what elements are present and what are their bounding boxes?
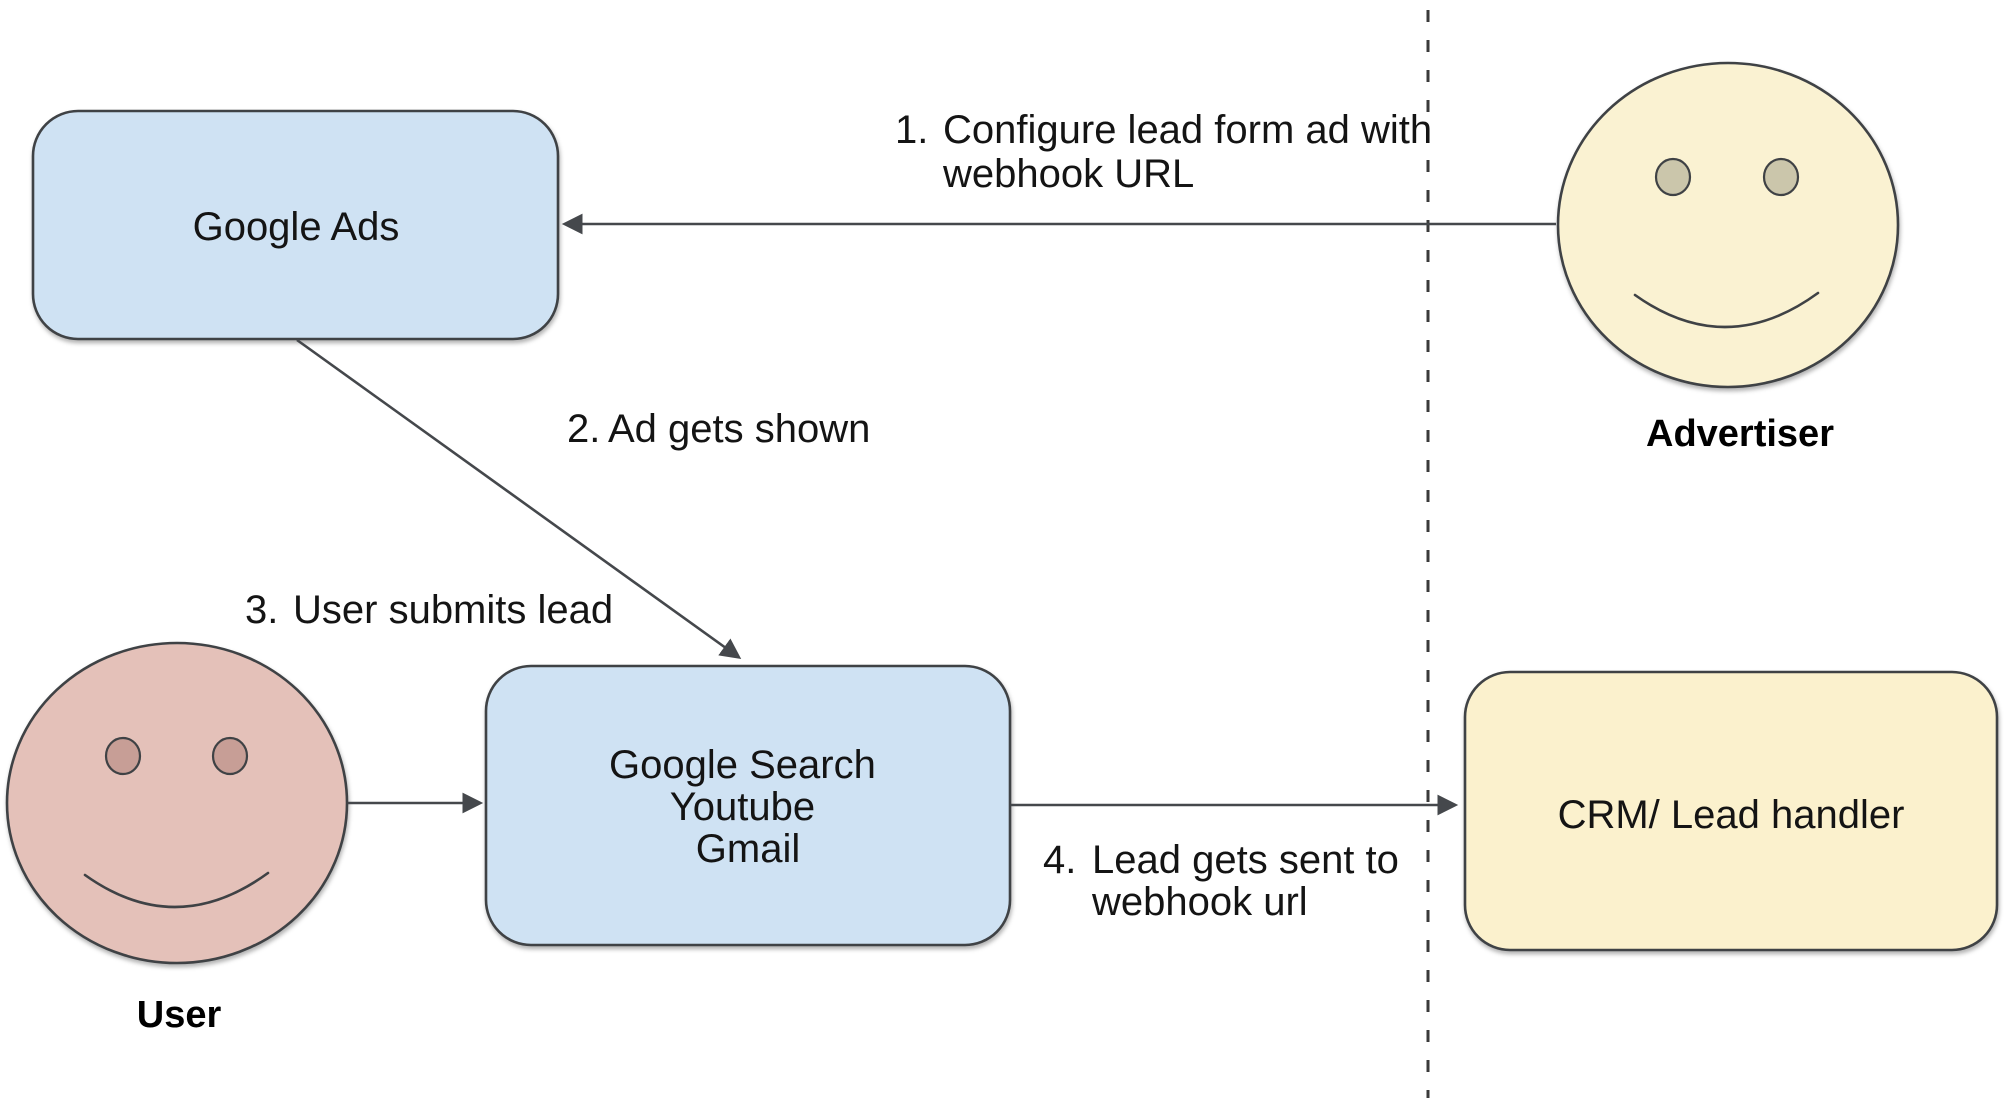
advertiser-smile <box>1633 291 1820 329</box>
google-ads-label: Google Ads <box>193 205 400 249</box>
user-head <box>5 641 349 965</box>
step4-annotation: 4. Lead gets sent to webhook url <box>1043 838 1410 924</box>
google-surfaces-line-2: Youtube <box>670 785 815 829</box>
step4-text-line-1: Lead gets sent to <box>1092 838 1399 882</box>
advertiser-left-eye <box>1654 157 1692 197</box>
step1-text-line-2: webhook URL <box>942 152 1194 196</box>
advertiser-head <box>1556 61 1900 389</box>
step2-text-line-1: Ad gets shown <box>608 407 870 451</box>
step4-text-line-2: webhook url <box>1091 880 1308 924</box>
google-surfaces-line-3: Gmail <box>696 827 800 871</box>
step1-number: 1. <box>895 108 928 152</box>
step3-number: 3. <box>245 588 278 632</box>
arrow-google-ads-to-surfaces <box>296 338 742 660</box>
user-name-label: User <box>137 994 222 1036</box>
step2-annotation: 2. Ad gets shown <box>567 407 870 451</box>
step1-text-line-1: Configure lead form ad with <box>943 108 1432 152</box>
user-smile <box>83 871 270 909</box>
step2-number: 2. <box>567 407 600 451</box>
advertiser-name-label: Advertiser <box>1646 413 1834 455</box>
step3-text-line-1: User submits lead <box>293 588 613 632</box>
google-surfaces-box <box>484 664 1012 947</box>
step1-annotation: 1. Configure lead form ad with webhook U… <box>895 108 1443 196</box>
google-ads-box <box>31 109 560 341</box>
advertiser-right-eye <box>1762 157 1800 197</box>
user-face <box>5 641 349 965</box>
user-left-eye <box>104 736 142 776</box>
google-surfaces-line-1: Google Search <box>609 743 876 787</box>
google-surfaces-label: Google Search Youtube Gmail <box>609 743 887 871</box>
crm-lead-handler-box <box>1463 670 1999 952</box>
step4-number: 4. <box>1043 838 1076 882</box>
advertiser-face <box>1556 61 1900 389</box>
step3-annotation: 3. User submits lead <box>245 588 613 632</box>
user-right-eye <box>211 736 249 776</box>
crm-lead-handler-label: CRM/ Lead handler <box>1558 793 1905 837</box>
